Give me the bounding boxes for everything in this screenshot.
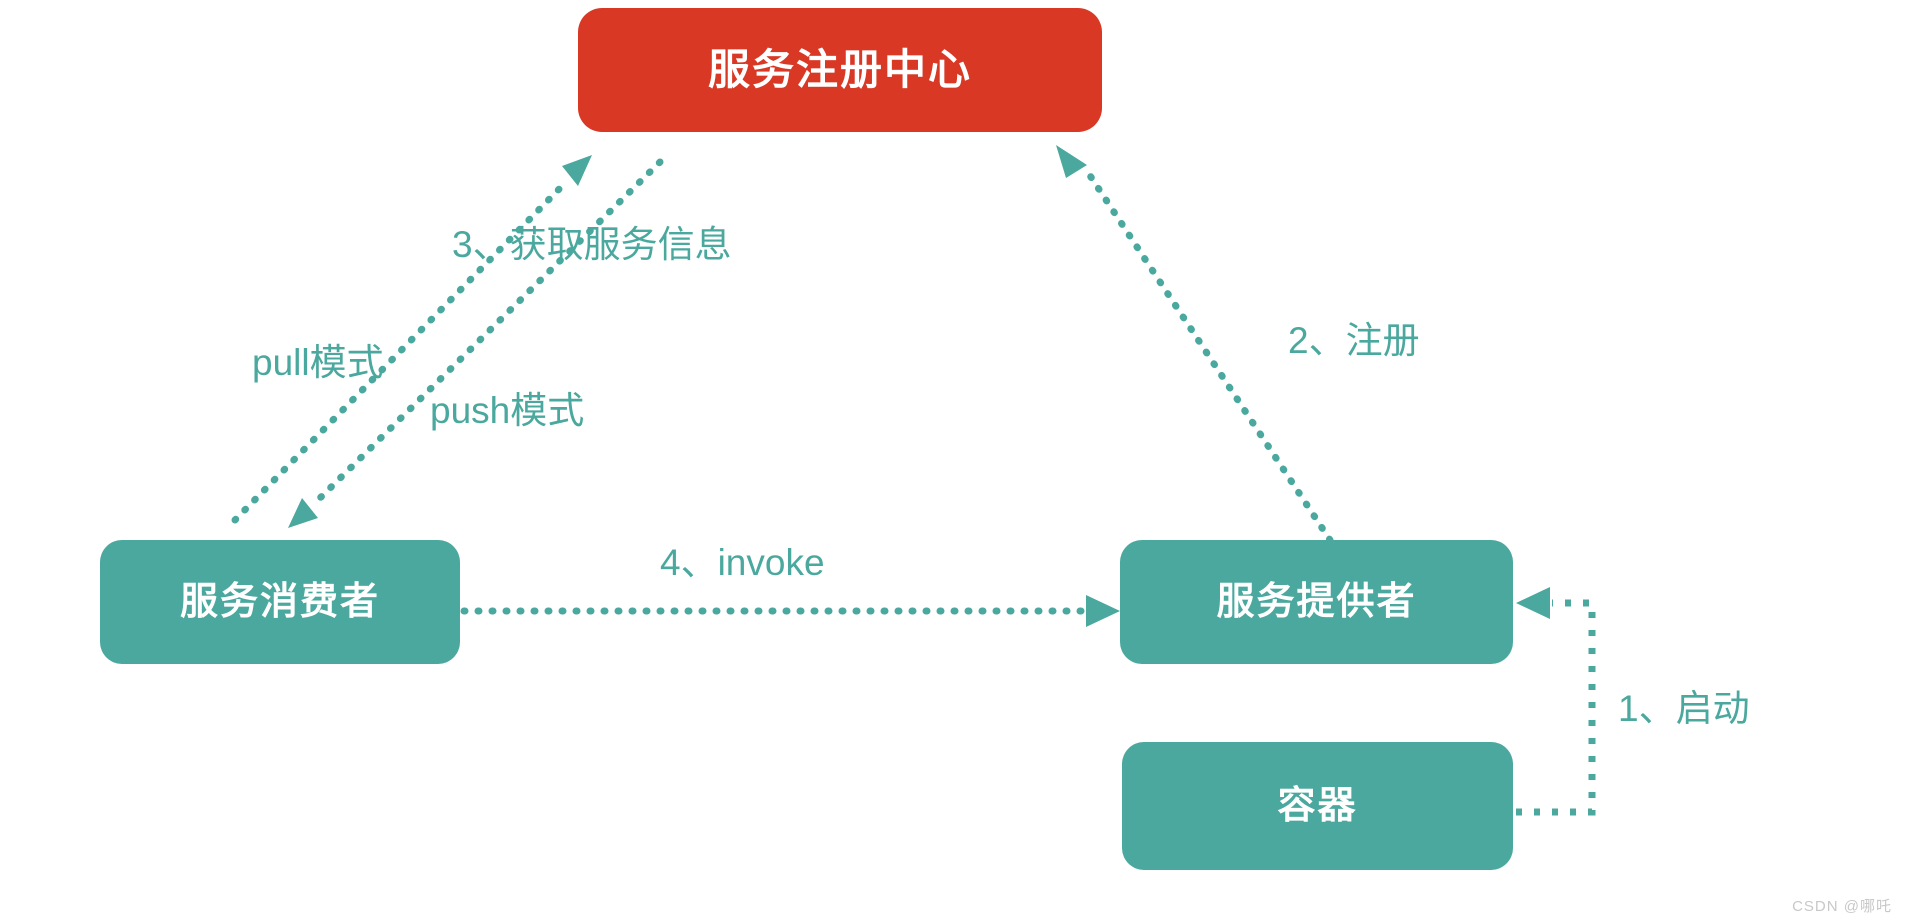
edge-label-invoke: 4、invoke: [660, 542, 825, 583]
edge-pull-arrow: [231, 155, 592, 524]
node-service-consumer-label: 服务消费者: [179, 581, 380, 623]
edge-label-start: 1、启动: [1618, 688, 1750, 729]
edge-start-arrow: [1516, 587, 1596, 816]
node-service-registry-label: 服务注册中心: [707, 46, 972, 93]
edge-invoke-arrow: [460, 595, 1120, 627]
edge-label-register: 2、注册: [1288, 320, 1420, 361]
node-service-provider[interactable]: 服务提供者: [1120, 540, 1513, 664]
node-service-consumer[interactable]: 服务消费者: [100, 540, 460, 664]
node-container[interactable]: 容器: [1122, 742, 1513, 870]
node-container-label: 容器: [1277, 785, 1358, 827]
csdn-watermark: CSDN @哪吒: [1792, 898, 1892, 915]
edge-label-push-mode: push模式: [430, 390, 585, 431]
node-service-provider-label: 服务提供者: [1216, 581, 1417, 623]
edge-label-pull-mode: pull模式: [252, 342, 384, 383]
node-service-registry[interactable]: 服务注册中心: [578, 8, 1102, 132]
edge-label-get-service: 3、获取服务信息: [452, 224, 732, 265]
